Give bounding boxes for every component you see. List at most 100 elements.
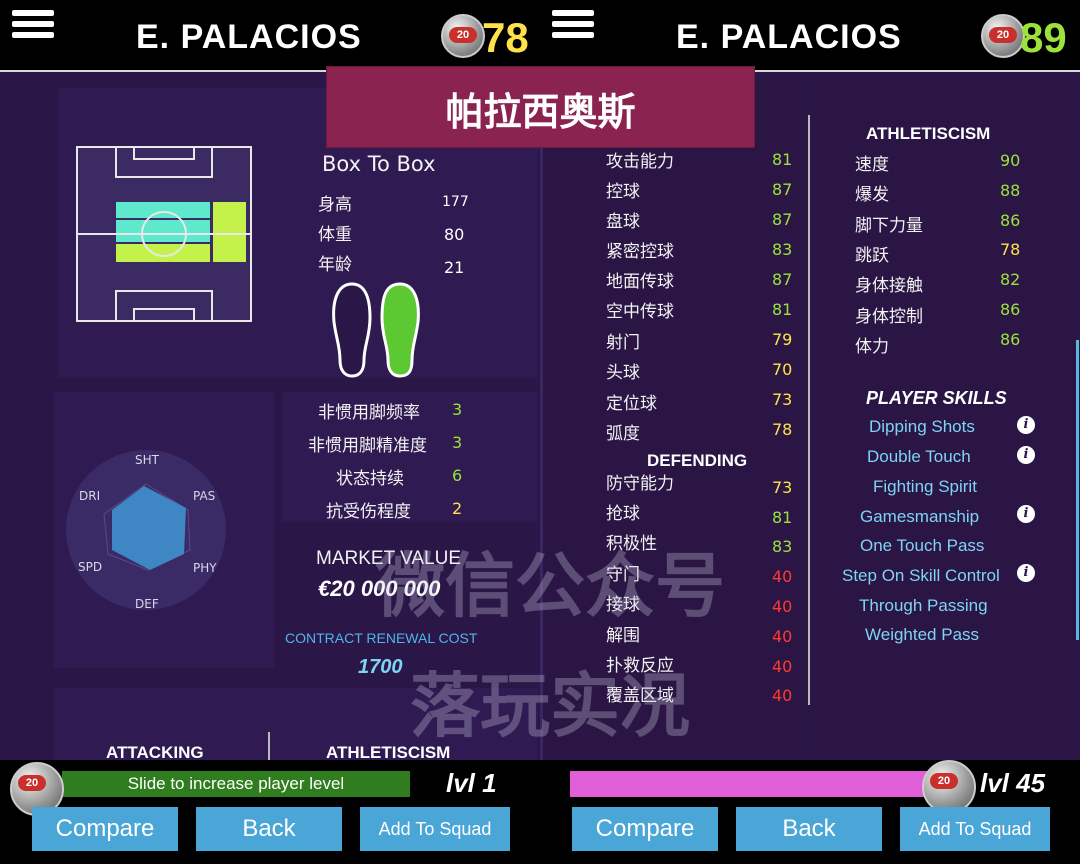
radar-label-dri: DRI [79,489,101,503]
scrollbar[interactable] [1076,340,1079,640]
attributes-summary-card [54,688,538,760]
attr-gk-reflexes: 扑救反应 [606,656,674,676]
skill-one-touch-pass[interactable]: One Touch Pass [860,536,985,555]
attr-heading: 头球 [606,363,640,383]
info-icon[interactable]: i [1017,416,1035,434]
attr-ball-control-value: 87 [772,180,793,199]
attr-ball-winning: 抢球 [606,504,640,524]
foot-stats-card [282,392,538,522]
attr-curl: 弧度 [606,424,640,444]
add-to-squad-button[interactable]: Add To Squad [900,807,1050,851]
attr-defensive-awareness: 防守能力 [606,474,674,494]
attr-gk-reach-value: 40 [772,686,793,705]
attr-stamina-value: 86 [1000,330,1021,349]
info-icon[interactable]: i [1017,446,1035,464]
compare-button[interactable]: Compare [32,807,178,851]
attr-gk-catching: 接球 [606,595,640,615]
attr-balance: 身体控制 [855,307,923,327]
attr-aggression-value: 83 [772,537,793,556]
attr-tight-possession: 紧密控球 [606,242,674,262]
contract-renewal-label: CONTRACT RENEWAL COST [285,630,478,646]
tab-divider [268,732,270,760]
attr-aggression: 积极性 [606,534,657,554]
add-to-squad-button[interactable]: Add To Squad [360,807,510,851]
attr-kicking-power: 脚下力量 [855,216,923,236]
skill-step-on-skill-control[interactable]: Step On Skill Control [842,566,1000,585]
defending-heading: DEFENDING [647,451,748,470]
attr-stamina: 体力 [855,337,889,357]
radar-label-spd: SPD [78,560,103,574]
skill-through-passing[interactable]: Through Passing [859,596,988,615]
attacking-defending-card [540,80,810,760]
attr-offensive-awareness-value: 81 [772,150,793,169]
skill-gamesmanship[interactable]: Gamesmanship [860,507,980,526]
attr-acceleration: 爆发 [855,185,889,205]
compare-button[interactable]: Compare [572,807,718,851]
skill-dipping-shots[interactable]: Dipping Shots [869,417,975,436]
overall-rating: 89 [1020,14,1067,61]
attr-ball-control: 控球 [606,182,640,202]
attr-low-pass: 地面传球 [606,272,674,292]
weight-label: 体重 [318,225,352,245]
attr-defensive-awareness-value: 73 [772,478,793,497]
tab-athletiscism[interactable]: ATHLETISCISM [326,743,451,762]
radar-label-sht: SHT [135,453,159,467]
attr-gk-clearing: 解围 [606,626,640,646]
form-label: 状态持续 [336,469,404,489]
info-icon[interactable]: i [1017,505,1035,523]
attr-dribbling-value: 87 [772,210,793,229]
back-button[interactable]: Back [196,807,342,851]
attr-jump: 跳跃 [855,246,889,266]
level-label: lvl 1 [446,768,497,798]
position-pitch [76,146,252,322]
attr-lofted-pass: 空中传球 [606,302,674,322]
attr-finishing: 射门 [606,333,640,353]
level-label: lvl 45 [980,768,1046,798]
market-value: €20 000 000 [318,576,441,601]
menu-icon[interactable] [12,10,54,40]
attr-kicking-power-value: 86 [1000,211,1021,230]
weak-foot-accuracy-value: 3 [452,433,463,452]
weak-foot-accuracy-label: 非惯用脚精准度 [308,436,427,456]
level-slider[interactable] [570,771,950,797]
attr-speed: 速度 [855,155,889,175]
attr-gk-reflexes-value: 40 [772,657,793,676]
preferred-foot-icon [332,282,420,378]
attr-tight-possession-value: 83 [772,240,793,259]
radar-label-pas: PAS [193,489,216,503]
athletiscism-heading: ATHLETISCISM [866,124,991,143]
radar-label-phy: PHY [193,561,217,575]
right-header: E. PALACIOS 89 [540,0,1080,72]
athletics-skills-card [818,80,1080,760]
skill-weighted-pass[interactable]: Weighted Pass [865,625,980,644]
attr-physical-contact-value: 82 [1000,270,1021,289]
radar-label-def: DEF [135,597,159,611]
menu-icon[interactable] [552,10,594,40]
attr-jump-value: 78 [1000,240,1021,259]
skill-fighting-spirit[interactable]: Fighting Spirit [873,477,977,496]
player-name: E. PALACIOS [136,18,362,56]
position-label: Box To Box [322,152,436,176]
pes-coin-icon [441,14,485,58]
banner-text: 帕拉西奥斯 [445,90,636,134]
level-slider[interactable]: Slide to increase player level [62,771,410,797]
info-icon[interactable]: i [1017,564,1035,582]
back-button[interactable]: Back [736,807,882,851]
attr-offensive-awareness: 攻击能力 [606,152,674,172]
left-divider [540,130,543,760]
market-value-label: MARKET VALUE [316,548,462,569]
tab-attacking[interactable]: ATTACKING [106,743,204,762]
pes-coin-icon [981,14,1025,58]
left-header: E. PALACIOS 78 [0,0,540,72]
attr-place-kicking-value: 73 [772,390,793,409]
radar-chart [66,450,226,610]
level-slider-handle-icon[interactable] [922,760,976,814]
attr-curl-value: 78 [772,420,793,439]
age-label: 年龄 [318,255,352,275]
skill-double-touch[interactable]: Double Touch [867,447,971,466]
injury-resistance-value: 2 [452,499,463,518]
attr-gk-clearing-value: 40 [772,627,793,646]
attr-acceleration-value: 88 [1000,181,1021,200]
attr-gk-awareness-value: 40 [772,567,793,586]
attr-dribbling: 盘球 [606,212,640,232]
